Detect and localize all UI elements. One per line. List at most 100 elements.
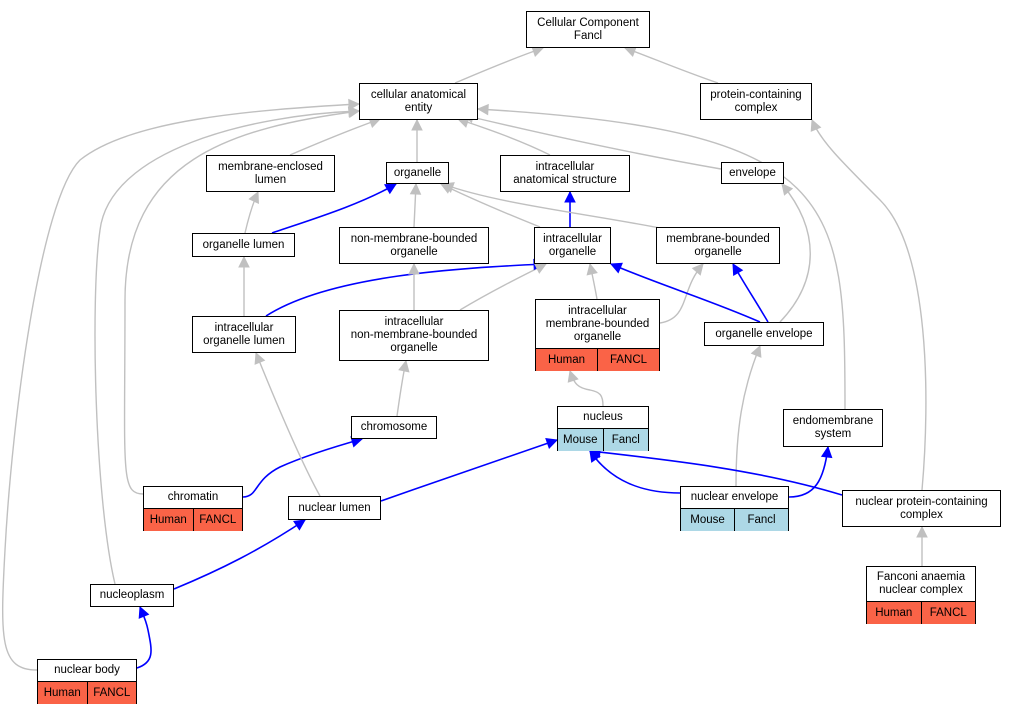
node-nmbo[interactable]: non-membrane-bounded organelle <box>339 227 489 264</box>
node-oe-label: organelle envelope <box>715 327 813 340</box>
node-ems[interactable]: endomembrane system <box>783 409 883 447</box>
edge-oe-to-env <box>779 183 811 323</box>
edge-cae-to-root <box>454 47 544 84</box>
node-npcc-label: nuclear protein-containing complex <box>855 495 988 521</box>
node-nlu[interactable]: nuclear lumen <box>288 496 381 520</box>
node-mbo-label: membrane-bounded organelle <box>666 232 770 258</box>
gene-cell: FANCL <box>192 509 242 531</box>
node-nb-label: nuclear body <box>54 664 120 676</box>
node-mel-label: membrane-enclosed lumen <box>218 160 323 186</box>
arrowhead-nlu-to-nuc <box>545 437 559 449</box>
edge-mbo-to-org <box>442 183 681 233</box>
node-ems-label: endomembrane system <box>792 415 874 440</box>
node-nb-annotation: Human FANCL <box>38 681 136 704</box>
gene-cell: Fancl <box>602 429 648 451</box>
node-nb[interactable]: nuclear body Human FANCL <box>37 659 137 704</box>
node-env-label: envelope <box>729 166 776 179</box>
node-io-label: intracellular organelle <box>543 232 602 258</box>
edge-cht-to-cae <box>123 110 360 495</box>
edge-nlu-to-nuc <box>380 439 558 502</box>
arrowhead-npl-to-nlu <box>293 519 306 531</box>
node-chr[interactable]: chromosome <box>351 416 437 439</box>
node-env[interactable]: envelope <box>721 162 784 184</box>
node-iol[interactable]: intracellular organelle lumen <box>192 316 296 353</box>
edge-mel-to-cae <box>289 118 381 156</box>
arrowhead-inmbo-to-io <box>534 263 547 274</box>
edge-ems-to-cae <box>477 108 846 410</box>
arrowhead-fanc-to-npcc <box>916 525 928 538</box>
node-ne[interactable]: nuclear envelope Mouse Fancl <box>680 486 789 531</box>
node-npcc[interactable]: nuclear protein-containing complex <box>842 490 1001 527</box>
node-mbo[interactable]: membrane-bounded organelle <box>656 227 780 264</box>
node-olu-label: organelle lumen <box>202 238 285 251</box>
gene-cell: FANCL <box>920 602 975 624</box>
node-ne-label: nuclear envelope <box>690 491 779 503</box>
gene-cell: FANCL <box>86 682 136 704</box>
node-cht[interactable]: chromatin Human FANCL <box>143 486 243 531</box>
node-mel[interactable]: membrane-enclosed lumen <box>206 155 335 192</box>
edge-oe-to-io <box>610 263 761 323</box>
arrowhead-imbo-to-io <box>586 262 598 276</box>
node-nuc-annotation: Mouse Fancl <box>558 428 648 451</box>
arrowhead-nlu-to-iol <box>254 351 266 365</box>
node-root-label: Cellular Component Fancl <box>537 16 639 42</box>
node-imbo[interactable]: intracellular membrane-bounded organelle… <box>535 299 660 371</box>
node-inmbo[interactable]: intracellular non-membrane-bounded organ… <box>339 310 489 361</box>
node-npl-label: nucleoplasm <box>99 589 165 601</box>
arrowhead-imbo-to-mbo <box>691 263 704 276</box>
node-nuc-label: nucleus <box>583 411 623 423</box>
edge-cht-to-chr <box>242 438 363 498</box>
arrowhead-oe-to-env <box>781 183 794 196</box>
edge-npcc-to-pcc <box>811 119 927 491</box>
arrowhead-ne-to-oe <box>750 344 762 358</box>
arrowhead-nb-to-cae <box>348 98 361 111</box>
edge-pcc-to-root <box>624 47 719 84</box>
species-cell: Human <box>536 349 597 371</box>
node-nlu-label: nuclear lumen <box>298 501 371 514</box>
edge-npl-to-cae <box>94 110 360 585</box>
node-imbo-annotation: Human FANCL <box>536 348 659 371</box>
node-ias-label: intracellular anatomical structure <box>513 160 617 186</box>
node-ias[interactable]: intracellular anatomical structure <box>500 155 630 192</box>
species-cell: Mouse <box>558 429 603 451</box>
node-org[interactable]: organelle <box>386 162 449 184</box>
edge-nb-to-cae <box>2 103 360 671</box>
node-pcc[interactable]: protein-containing complex <box>700 83 812 120</box>
node-fanc[interactable]: Fanconi anaemia nuclear complex Human FA… <box>866 566 976 624</box>
edge-olu-to-org <box>271 183 397 234</box>
edge-ne-to-nuc <box>589 450 681 494</box>
species-cell: Human <box>38 682 87 704</box>
gene-cell: FANCL <box>597 349 659 371</box>
node-pcc-label: protein-containing complex <box>710 88 802 114</box>
node-olu[interactable]: organelle lumen <box>192 233 295 257</box>
node-iol-label: intracellular organelle lumen <box>203 321 285 347</box>
node-oe[interactable]: organelle envelope <box>704 322 824 346</box>
arrowhead-pcc-to-root <box>623 46 637 58</box>
node-chr-label: chromosome <box>360 421 428 433</box>
arrowhead-nuc-to-imbo <box>567 369 579 383</box>
node-nmbo-label: non-membrane-bounded organelle <box>350 232 478 258</box>
node-nuc[interactable]: nucleus Mouse Fancl <box>557 406 649 451</box>
arrowhead-oe-to-io <box>609 262 623 274</box>
edge-iol-to-io <box>265 263 545 317</box>
node-inmbo-label: intracellular non-membrane-bounded organ… <box>350 316 478 354</box>
arrowhead-ne-to-ems <box>820 445 833 459</box>
arrowhead-org-to-cae <box>411 118 423 131</box>
node-root[interactable]: Cellular Component Fancl <box>526 11 650 48</box>
node-npl[interactable]: nucleoplasm <box>90 584 174 607</box>
edge-npcc-to-nuc <box>589 450 843 496</box>
node-fanc-label: Fanconi anaemia nuclear complex <box>876 571 966 596</box>
arrowhead-olu-to-org <box>384 183 397 195</box>
arrowhead-oe-to-mbo <box>732 263 744 276</box>
species-cell: Human <box>867 602 921 624</box>
arrowhead-olu-to-mel <box>248 190 259 204</box>
edge-env-to-cae <box>462 114 722 170</box>
edge-ne-to-oe <box>735 345 761 487</box>
node-fanc-annotation: Human FANCL <box>867 601 975 624</box>
arrowhead-io-to-ias <box>564 190 576 203</box>
node-io[interactable]: intracellular organelle <box>534 227 611 264</box>
edge-npl-to-nlu <box>173 519 306 590</box>
arrowhead-nmbo-to-org <box>409 182 422 195</box>
node-cae[interactable]: cellular anatomical entity <box>359 83 478 120</box>
